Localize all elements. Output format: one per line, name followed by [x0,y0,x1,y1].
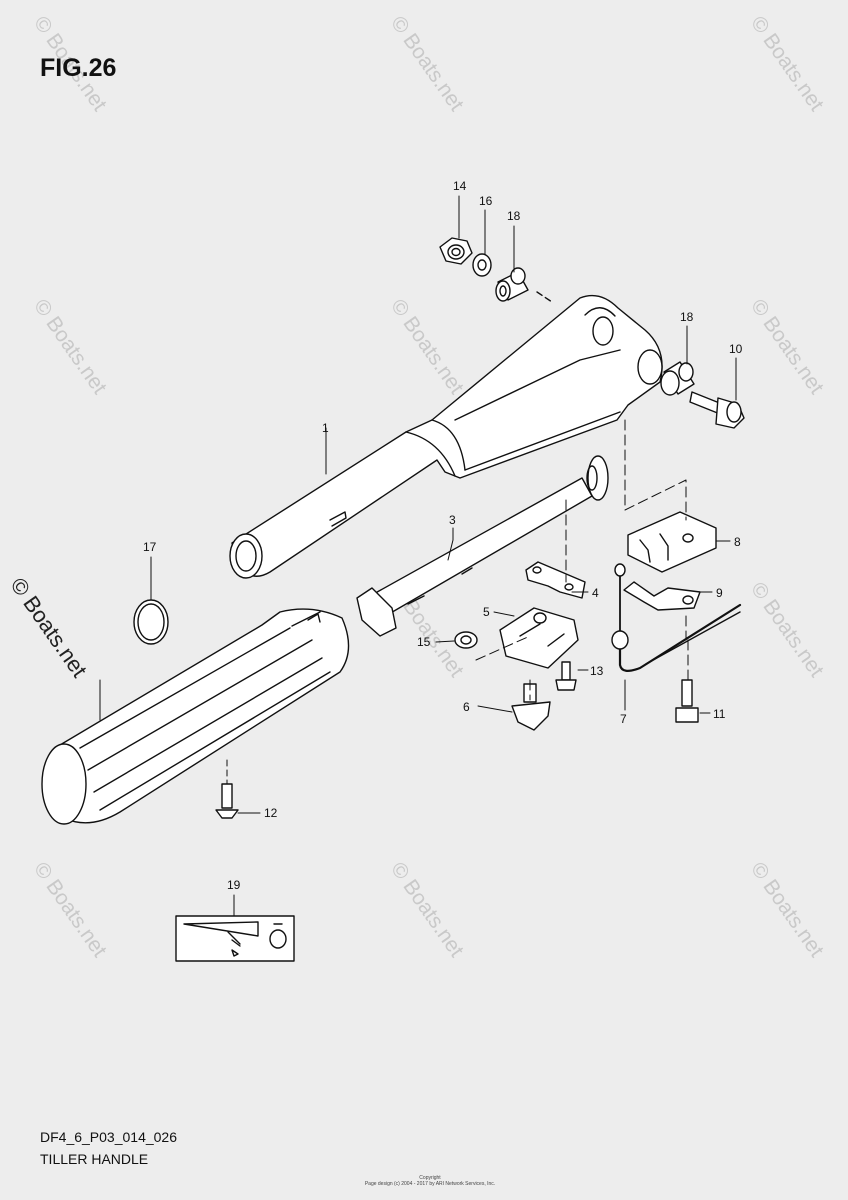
callout-12: 12 [264,806,278,820]
copyright-line-1: Copyright [419,1175,441,1181]
callout-16: 16 [479,194,493,208]
callouts: 14 16 18 18 10 1 3 8 17 4 9 5 15 13 6 7 … [143,179,743,892]
part-14-nut [439,237,473,265]
part-15-washer [454,631,478,649]
part-1-tiller-arm [229,294,663,579]
part-5-bracket [499,607,579,669]
callout-15: 15 [417,635,431,649]
part-18-bushing [495,267,529,302]
callout-3: 3 [449,513,456,527]
part-7-cable [611,563,742,672]
part-8-bracket [627,511,717,573]
callout-13: 13 [590,664,604,678]
part-11-bolt [675,679,699,723]
callout-18-right: 18 [680,310,694,324]
part-13-screw [555,661,577,691]
callout-14: 14 [453,179,467,193]
drawing-code: DF4_6_P03_014_026 [40,1129,178,1145]
part-10-bolt [689,391,745,429]
callout-1: 1 [322,421,329,435]
part-19-label [175,915,295,962]
part-12-screw [215,783,239,819]
callout-17: 17 [143,540,157,554]
drawing-title: TILLER HANDLE [40,1151,149,1167]
callout-6: 6 [463,700,470,714]
part-9-plate [623,581,701,611]
leader-lines [99,195,737,917]
copyright-line-2: Page design (c) 2004 - 2017 by ARI Netwo… [364,1181,496,1187]
callout-8: 8 [734,535,741,549]
callout-7: 7 [620,712,627,726]
callout-19: 19 [227,878,241,892]
callout-11: 11 [713,707,726,721]
part-3-throttle-shaft [356,455,609,637]
copyright-notice: Copyright Page design (c) 2004 - 2017 by… [360,1175,500,1187]
callout-4: 4 [592,586,599,600]
part-17-o-ring [133,599,169,645]
part-16-washer [472,253,492,277]
callout-9: 9 [716,586,723,600]
part-6-knob [511,683,551,731]
part-grip [41,608,350,825]
figure-title: FIG.26 [40,54,117,82]
part-18-bushing-right [660,361,695,396]
part-4-plate [525,561,586,599]
callout-5: 5 [483,605,490,619]
callout-18: 18 [507,209,521,223]
callout-10: 10 [729,342,743,356]
